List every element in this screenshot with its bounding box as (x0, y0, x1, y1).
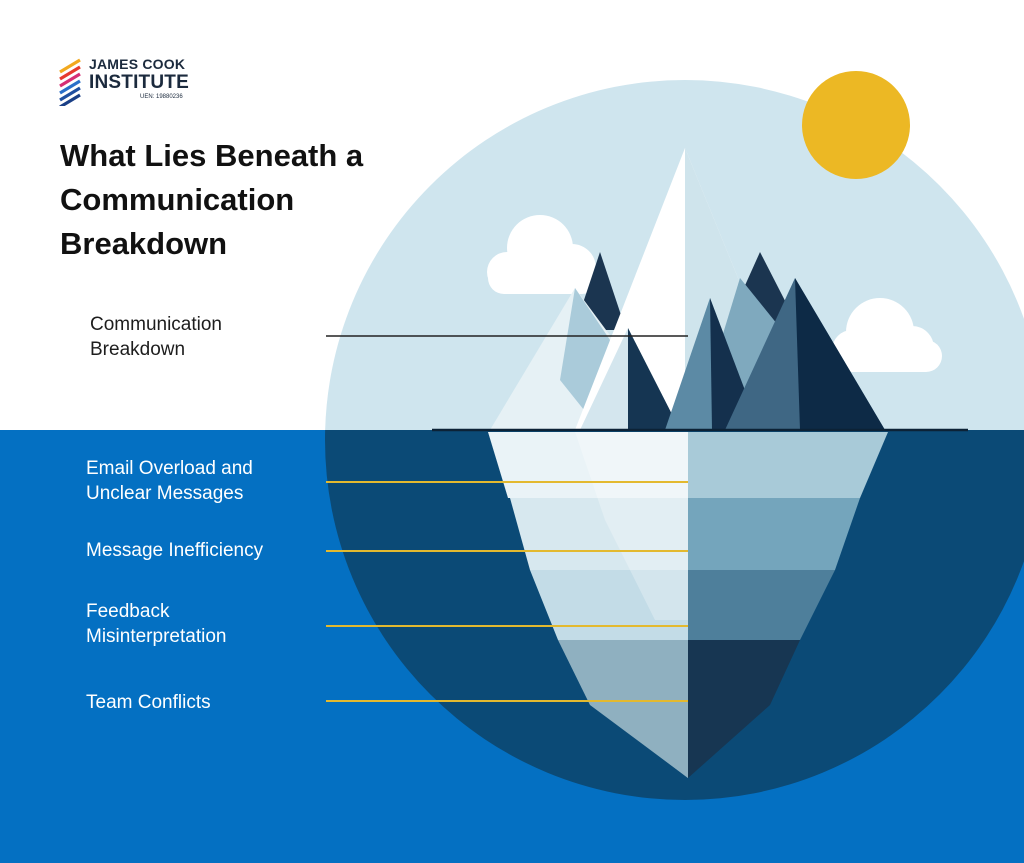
logo-stripes-icon (59, 58, 81, 106)
label-layer-2: Message Inefficiency (86, 540, 264, 561)
iceberg-underwater (488, 432, 888, 778)
label-layer-4: Team Conflicts (86, 692, 211, 713)
brand-name-line1: JAMES COOK (89, 56, 186, 72)
brand-name-line2: INSTITUTE (89, 72, 189, 93)
label-layer-1: Email Overload and Unclear Messages (86, 458, 253, 504)
iceberg-tip (490, 148, 885, 430)
sun-icon (802, 71, 910, 179)
cloud-right-icon (832, 298, 942, 372)
cloud-left-icon (487, 215, 598, 294)
label-tip: Communication Breakdown (90, 314, 222, 360)
page-title: What Lies Beneath a Communication Breakd… (60, 138, 364, 261)
brand-uen: UEN: 19880236 (140, 94, 183, 100)
label-layer-3: Feedback Misinterpretation (86, 601, 227, 647)
